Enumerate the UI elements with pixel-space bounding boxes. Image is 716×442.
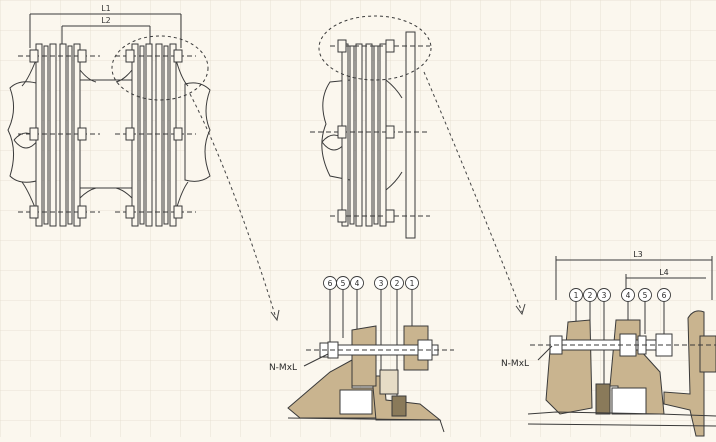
blind-plate-section xyxy=(663,310,705,437)
gasket-plate xyxy=(349,45,355,225)
dimension-l4-label: L4 xyxy=(659,268,669,277)
dimension-l2-label: L2 xyxy=(101,16,111,25)
blind-flange-assembly xyxy=(310,15,432,239)
right-pipe xyxy=(184,82,211,182)
bolt-row-bottom xyxy=(330,209,430,223)
gasket-plate xyxy=(139,45,145,225)
left-flange-assembly: L1 L2 xyxy=(7,4,211,227)
bolt-label-leader xyxy=(303,353,329,367)
callout-5 xyxy=(336,276,350,290)
detail-ellipse-middle xyxy=(318,15,432,81)
callout-label: 2 xyxy=(395,279,400,288)
callout-5 xyxy=(638,288,652,302)
callout-1 xyxy=(569,288,583,302)
callout-3 xyxy=(374,276,388,290)
detail-leader-left xyxy=(189,93,277,319)
gasket-section xyxy=(611,387,647,415)
callout-6 xyxy=(657,288,671,302)
gasket-section xyxy=(339,389,373,415)
bolt-label-leader xyxy=(537,345,553,361)
callout-3 xyxy=(597,288,611,302)
nut xyxy=(655,333,673,357)
callout-4 xyxy=(350,276,364,290)
callout-label: 1 xyxy=(410,279,415,288)
callout-label: 6 xyxy=(662,291,667,300)
spool-body xyxy=(80,79,132,189)
callout-4 xyxy=(621,288,635,302)
gasket-plate xyxy=(163,45,169,225)
flange-plate xyxy=(365,43,373,227)
detail-view-left xyxy=(287,290,454,433)
callout-label: 5 xyxy=(341,279,346,288)
callout-label: 4 xyxy=(626,291,631,300)
bolt-row-middle xyxy=(18,127,196,141)
flange-plate xyxy=(355,43,363,227)
flange-plate xyxy=(379,43,387,227)
bolt-row-middle xyxy=(310,125,430,139)
leader-arrowhead xyxy=(270,309,280,322)
gasket-plate xyxy=(43,45,49,225)
flange-section-left xyxy=(351,325,377,387)
callout-label: 3 xyxy=(602,291,607,300)
bolt-size-label-left: N-MxL xyxy=(269,363,297,373)
callout-2 xyxy=(583,288,597,302)
flange-plate xyxy=(145,43,153,227)
detail-view-right xyxy=(527,256,716,437)
bolt-row-top xyxy=(330,39,430,53)
callout-label: 3 xyxy=(379,279,384,288)
flange-plate xyxy=(49,43,57,227)
dimension-l1: L1 xyxy=(29,4,182,48)
detail-ellipse-left xyxy=(111,35,209,101)
callout-2 xyxy=(390,276,404,290)
left-pipe xyxy=(7,81,41,183)
dimension-l1-label: L1 xyxy=(101,4,111,13)
dimension-l3 xyxy=(555,256,713,300)
flange-plate xyxy=(59,43,67,227)
callouts-left xyxy=(323,276,419,290)
callout-label: 1 xyxy=(574,291,579,300)
bolt-row-bottom xyxy=(18,205,196,219)
blind-plate xyxy=(405,31,416,239)
callout-label: 2 xyxy=(588,291,593,300)
gasket-plate xyxy=(373,45,379,225)
flange-plate xyxy=(155,43,163,227)
detail-leader-middle xyxy=(423,71,523,313)
bolt-row-top xyxy=(18,49,196,63)
callout-label: 5 xyxy=(643,291,648,300)
dimension-l3-label: L3 xyxy=(633,250,643,259)
gasket-plate xyxy=(67,45,73,225)
callout-1 xyxy=(405,276,419,290)
leader-arrowhead xyxy=(515,303,526,316)
callout-label: 6 xyxy=(328,279,333,288)
callouts-right xyxy=(569,288,671,302)
bolt-size-label-right: N-MxL xyxy=(501,359,529,369)
callout-label: 4 xyxy=(355,279,360,288)
